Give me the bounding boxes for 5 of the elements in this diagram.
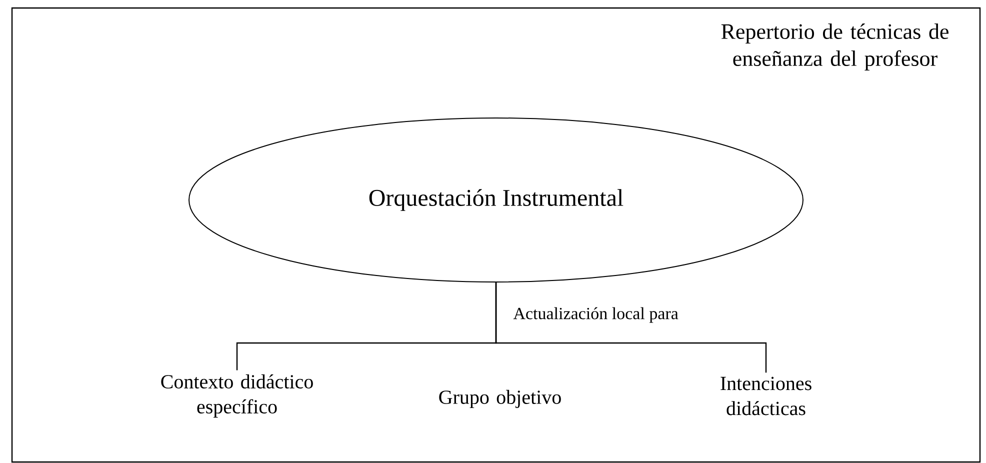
connector-line: [495, 282, 767, 373]
node-label: Grupo objetivo: [439, 390, 561, 408]
node-label: Intenciones didácticas: [720, 376, 812, 416]
node-label: Contexto didáctico específico: [161, 374, 313, 418]
edge-label: Actualización local para: [512, 306, 680, 324]
